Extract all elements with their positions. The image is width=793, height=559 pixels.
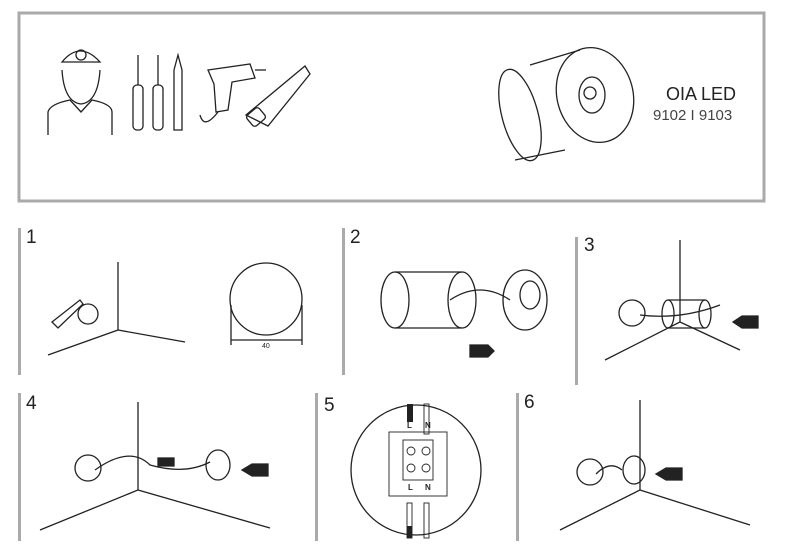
product-codes: 9102 I 9103: [653, 107, 733, 124]
drill-icon: [199, 63, 266, 123]
step-1-bar: [18, 228, 21, 375]
step-number: 2: [350, 227, 361, 248]
step-4-bar: [18, 393, 21, 541]
step-4-drawing: [39, 402, 271, 531]
terminal-label-l-top: L: [407, 421, 412, 430]
step-number: 4: [26, 393, 37, 414]
terminal-label-n-bottom: N: [425, 483, 431, 492]
product-name: OIA LED: [666, 84, 737, 104]
screwdrivers-icon: [132, 52, 183, 131]
saw-icon: [244, 65, 311, 127]
installer-icon: [47, 49, 113, 135]
step-2-drawing: [380, 269, 548, 358]
step-number: 1: [26, 227, 37, 248]
step-6-bar: [516, 393, 519, 541]
step-6-drawing: [559, 400, 751, 531]
terminal-label-l-bottom: L: [408, 483, 413, 492]
terminal-label-n-top: N: [425, 421, 431, 430]
step-3-bar: [575, 237, 578, 385]
dimension-label: 40: [262, 343, 270, 350]
step-2-bar: [342, 228, 345, 375]
header-frame: [17, 11, 766, 203]
step-3-drawing: [604, 240, 759, 361]
product-illustration: [498, 46, 635, 162]
step-5-bar: [315, 393, 318, 541]
step-number: 3: [584, 235, 595, 256]
step-5-drawing: [350, 403, 482, 539]
step-1-drawing: [47, 262, 303, 356]
step-number: 5: [324, 395, 335, 416]
step-number: 6: [524, 392, 535, 413]
